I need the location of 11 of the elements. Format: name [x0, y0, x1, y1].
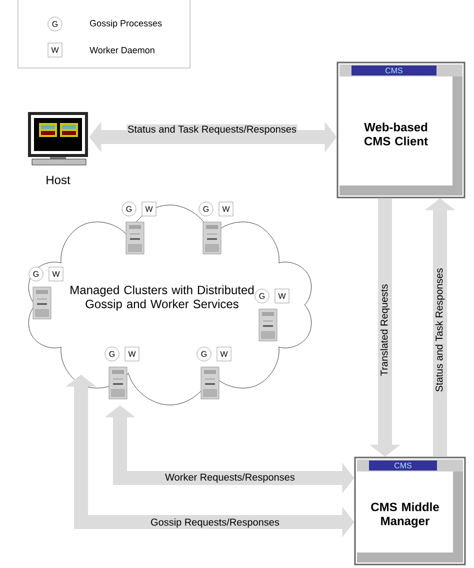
edge-label: Status and Task Responses: [434, 267, 446, 393]
node-label: Host: [46, 176, 70, 184]
window: CMS CMS Middle Manager: [354, 456, 466, 566]
computer-drawing: Host: [28, 112, 88, 184]
edge-label: Translated Requests: [379, 283, 391, 377]
edge-label: Worker Requests/Responses: [164, 472, 296, 484]
edge-label: Gossip Requests/Responses: [150, 517, 280, 529]
edge-label: Status and Task Requests/Responses: [126, 124, 298, 136]
window: CMS Web-based CMS Client: [336, 62, 466, 198]
legend-text: Gossip Processes: [90, 20, 162, 28]
legend-text: Worker Daemon: [90, 46, 154, 54]
